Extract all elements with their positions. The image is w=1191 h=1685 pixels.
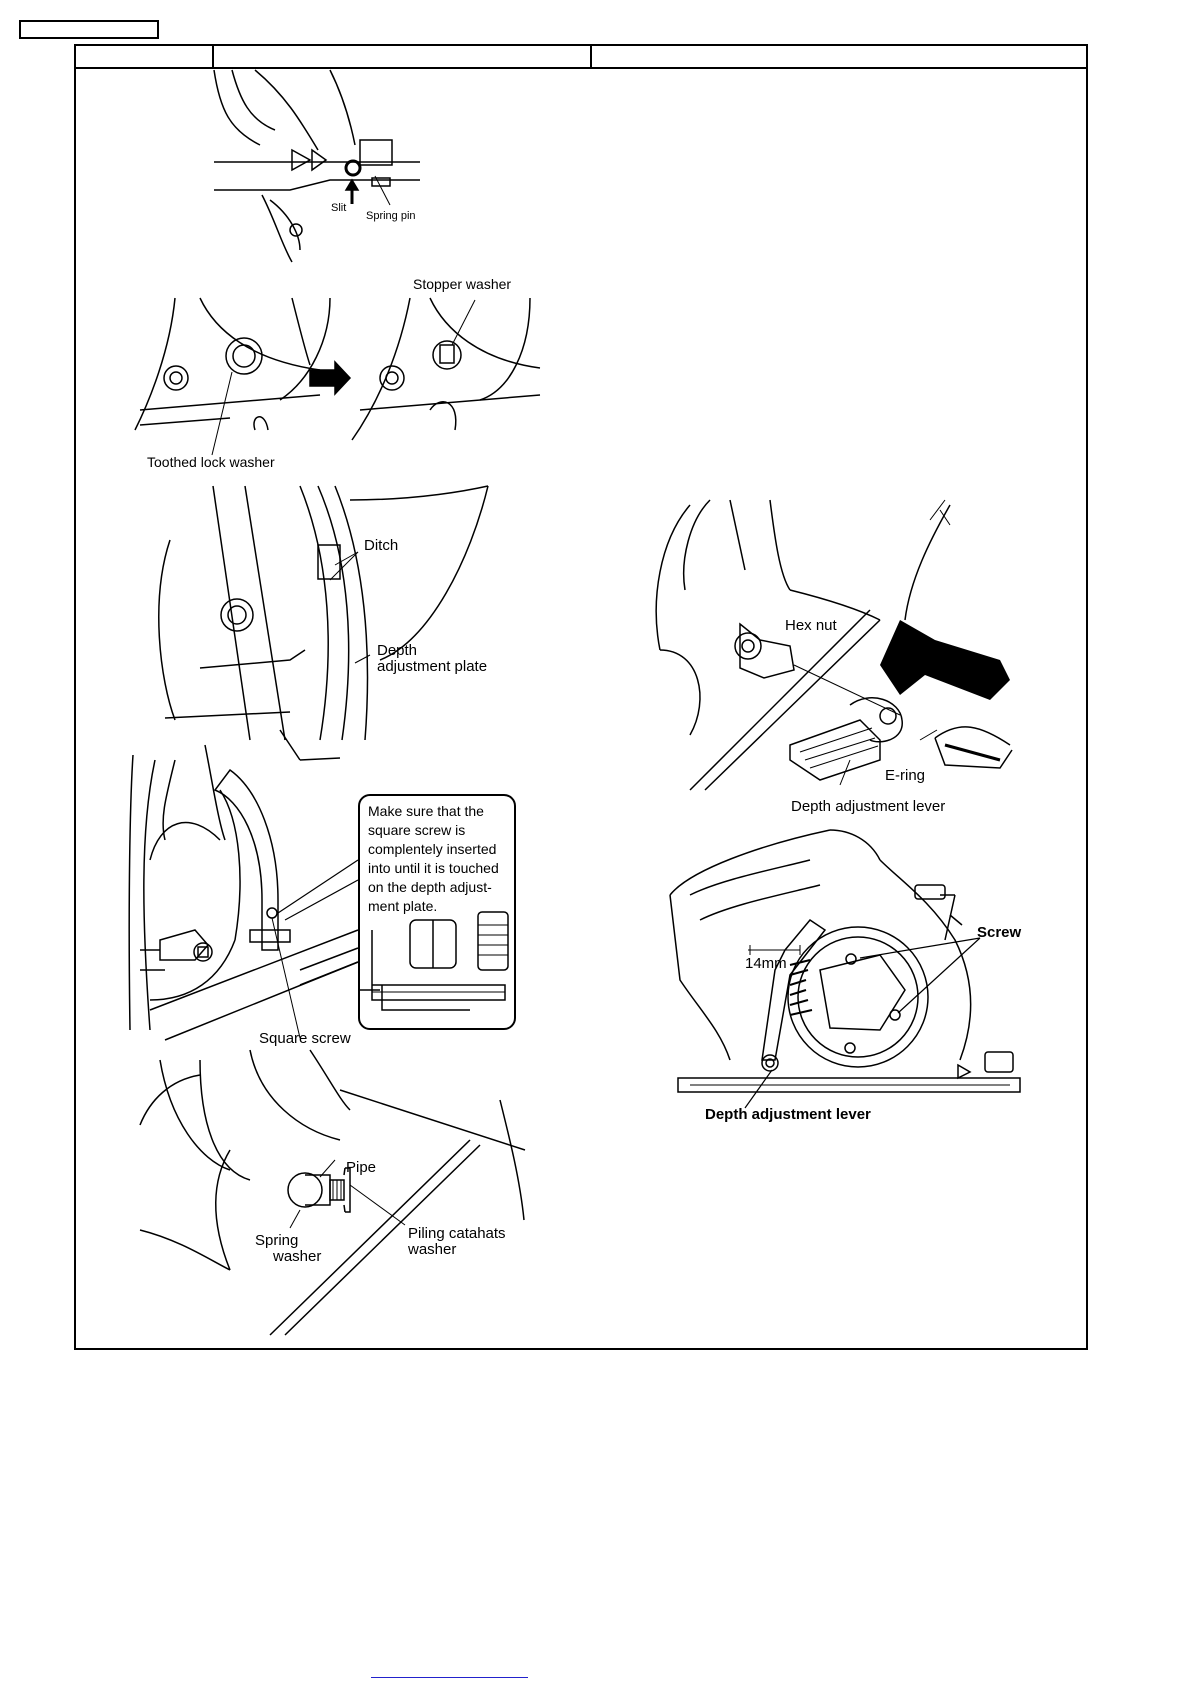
label-screw: Screw bbox=[977, 924, 1022, 941]
label-hex-nut: Hex nut bbox=[785, 617, 837, 634]
label-ditch: Ditch bbox=[364, 537, 399, 554]
note-sketch bbox=[360, 911, 509, 1011]
label-toothed-lock-washer: Toothed lock washer bbox=[147, 454, 275, 470]
header-cell-2 bbox=[212, 46, 592, 67]
label-spring-washer-line1: Spring bbox=[255, 1232, 299, 1249]
label-e-ring: E-ring bbox=[885, 767, 926, 784]
note-text: Make sure that the square screw is compl… bbox=[368, 803, 499, 914]
label-depth-adjustment-lever: Depth adjustment lever bbox=[791, 798, 946, 815]
label-spring-washer-line2: washer bbox=[273, 1248, 322, 1265]
instruction-table bbox=[74, 44, 1088, 1350]
label-slit: Slit bbox=[331, 202, 347, 214]
footer-link-underline[interactable] bbox=[371, 1677, 528, 1678]
label-spring-pin: Spring pin bbox=[366, 210, 416, 222]
figure-spring-pin bbox=[213, 69, 420, 263]
figure-square-screw bbox=[128, 729, 359, 1041]
page-tag-box bbox=[19, 20, 159, 39]
label-14mm: 14mm bbox=[745, 955, 787, 972]
figure-washer-swap bbox=[134, 297, 541, 456]
label-square-screw: Square screw bbox=[259, 1030, 351, 1047]
label-pipe: Pipe bbox=[346, 1159, 377, 1176]
figure-hex-nut bbox=[655, 499, 1013, 791]
figure-pipe bbox=[139, 1049, 526, 1336]
label-depth-plate-line1: Depth bbox=[377, 642, 418, 659]
figure-ditch bbox=[158, 485, 489, 741]
label-stopper-washer: Stopper washer bbox=[413, 276, 512, 292]
header-cell-1 bbox=[76, 46, 214, 67]
label-depth-adjustment-lever-bold: Depth adjustment lever bbox=[705, 1106, 871, 1123]
label-depth-plate-line2: adjustment plate bbox=[377, 658, 488, 675]
label-piling-washer-line1: Piling catahats bbox=[408, 1225, 506, 1242]
label-piling-washer-line2: washer bbox=[408, 1241, 457, 1258]
figure-saw-side bbox=[669, 829, 1021, 1109]
note-callout: Make sure that the square screw is compl… bbox=[358, 794, 516, 1030]
table-header-row bbox=[76, 46, 1086, 69]
